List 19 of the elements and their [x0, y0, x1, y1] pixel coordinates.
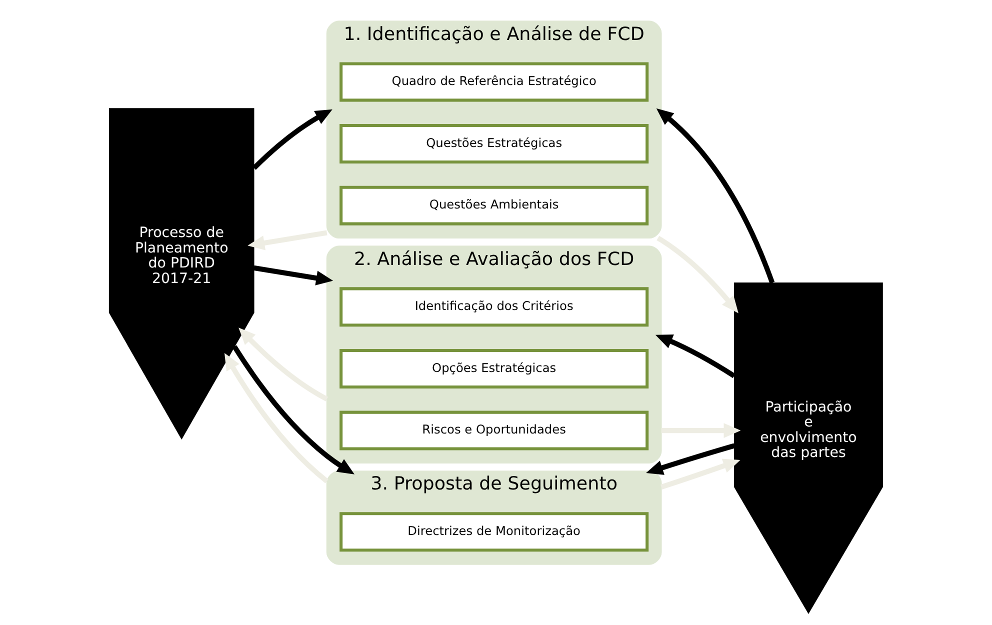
node-box: Riscos e Oportunidades	[340, 410, 649, 450]
node-box: Identificação dos Critérios	[340, 286, 649, 326]
arrow	[661, 422, 741, 438]
node-box: Opções Estratégicas	[340, 348, 649, 388]
arrow	[655, 334, 736, 378]
node-box: Quadro de Referência Estratégico	[340, 62, 649, 102]
arrow	[253, 264, 334, 285]
node-box: Directrizes de Monitorização	[340, 512, 649, 552]
arrow	[660, 458, 740, 489]
node-box: Questões Ambientais	[340, 185, 649, 225]
arrow	[248, 230, 328, 250]
arrow	[252, 108, 332, 170]
arrow	[656, 235, 738, 313]
node-box: Questões Estratégicas	[340, 124, 649, 164]
arrow	[238, 327, 328, 401]
arrow	[224, 352, 328, 483]
arrow	[656, 108, 775, 284]
arrow	[646, 442, 736, 474]
arrow	[232, 344, 355, 474]
